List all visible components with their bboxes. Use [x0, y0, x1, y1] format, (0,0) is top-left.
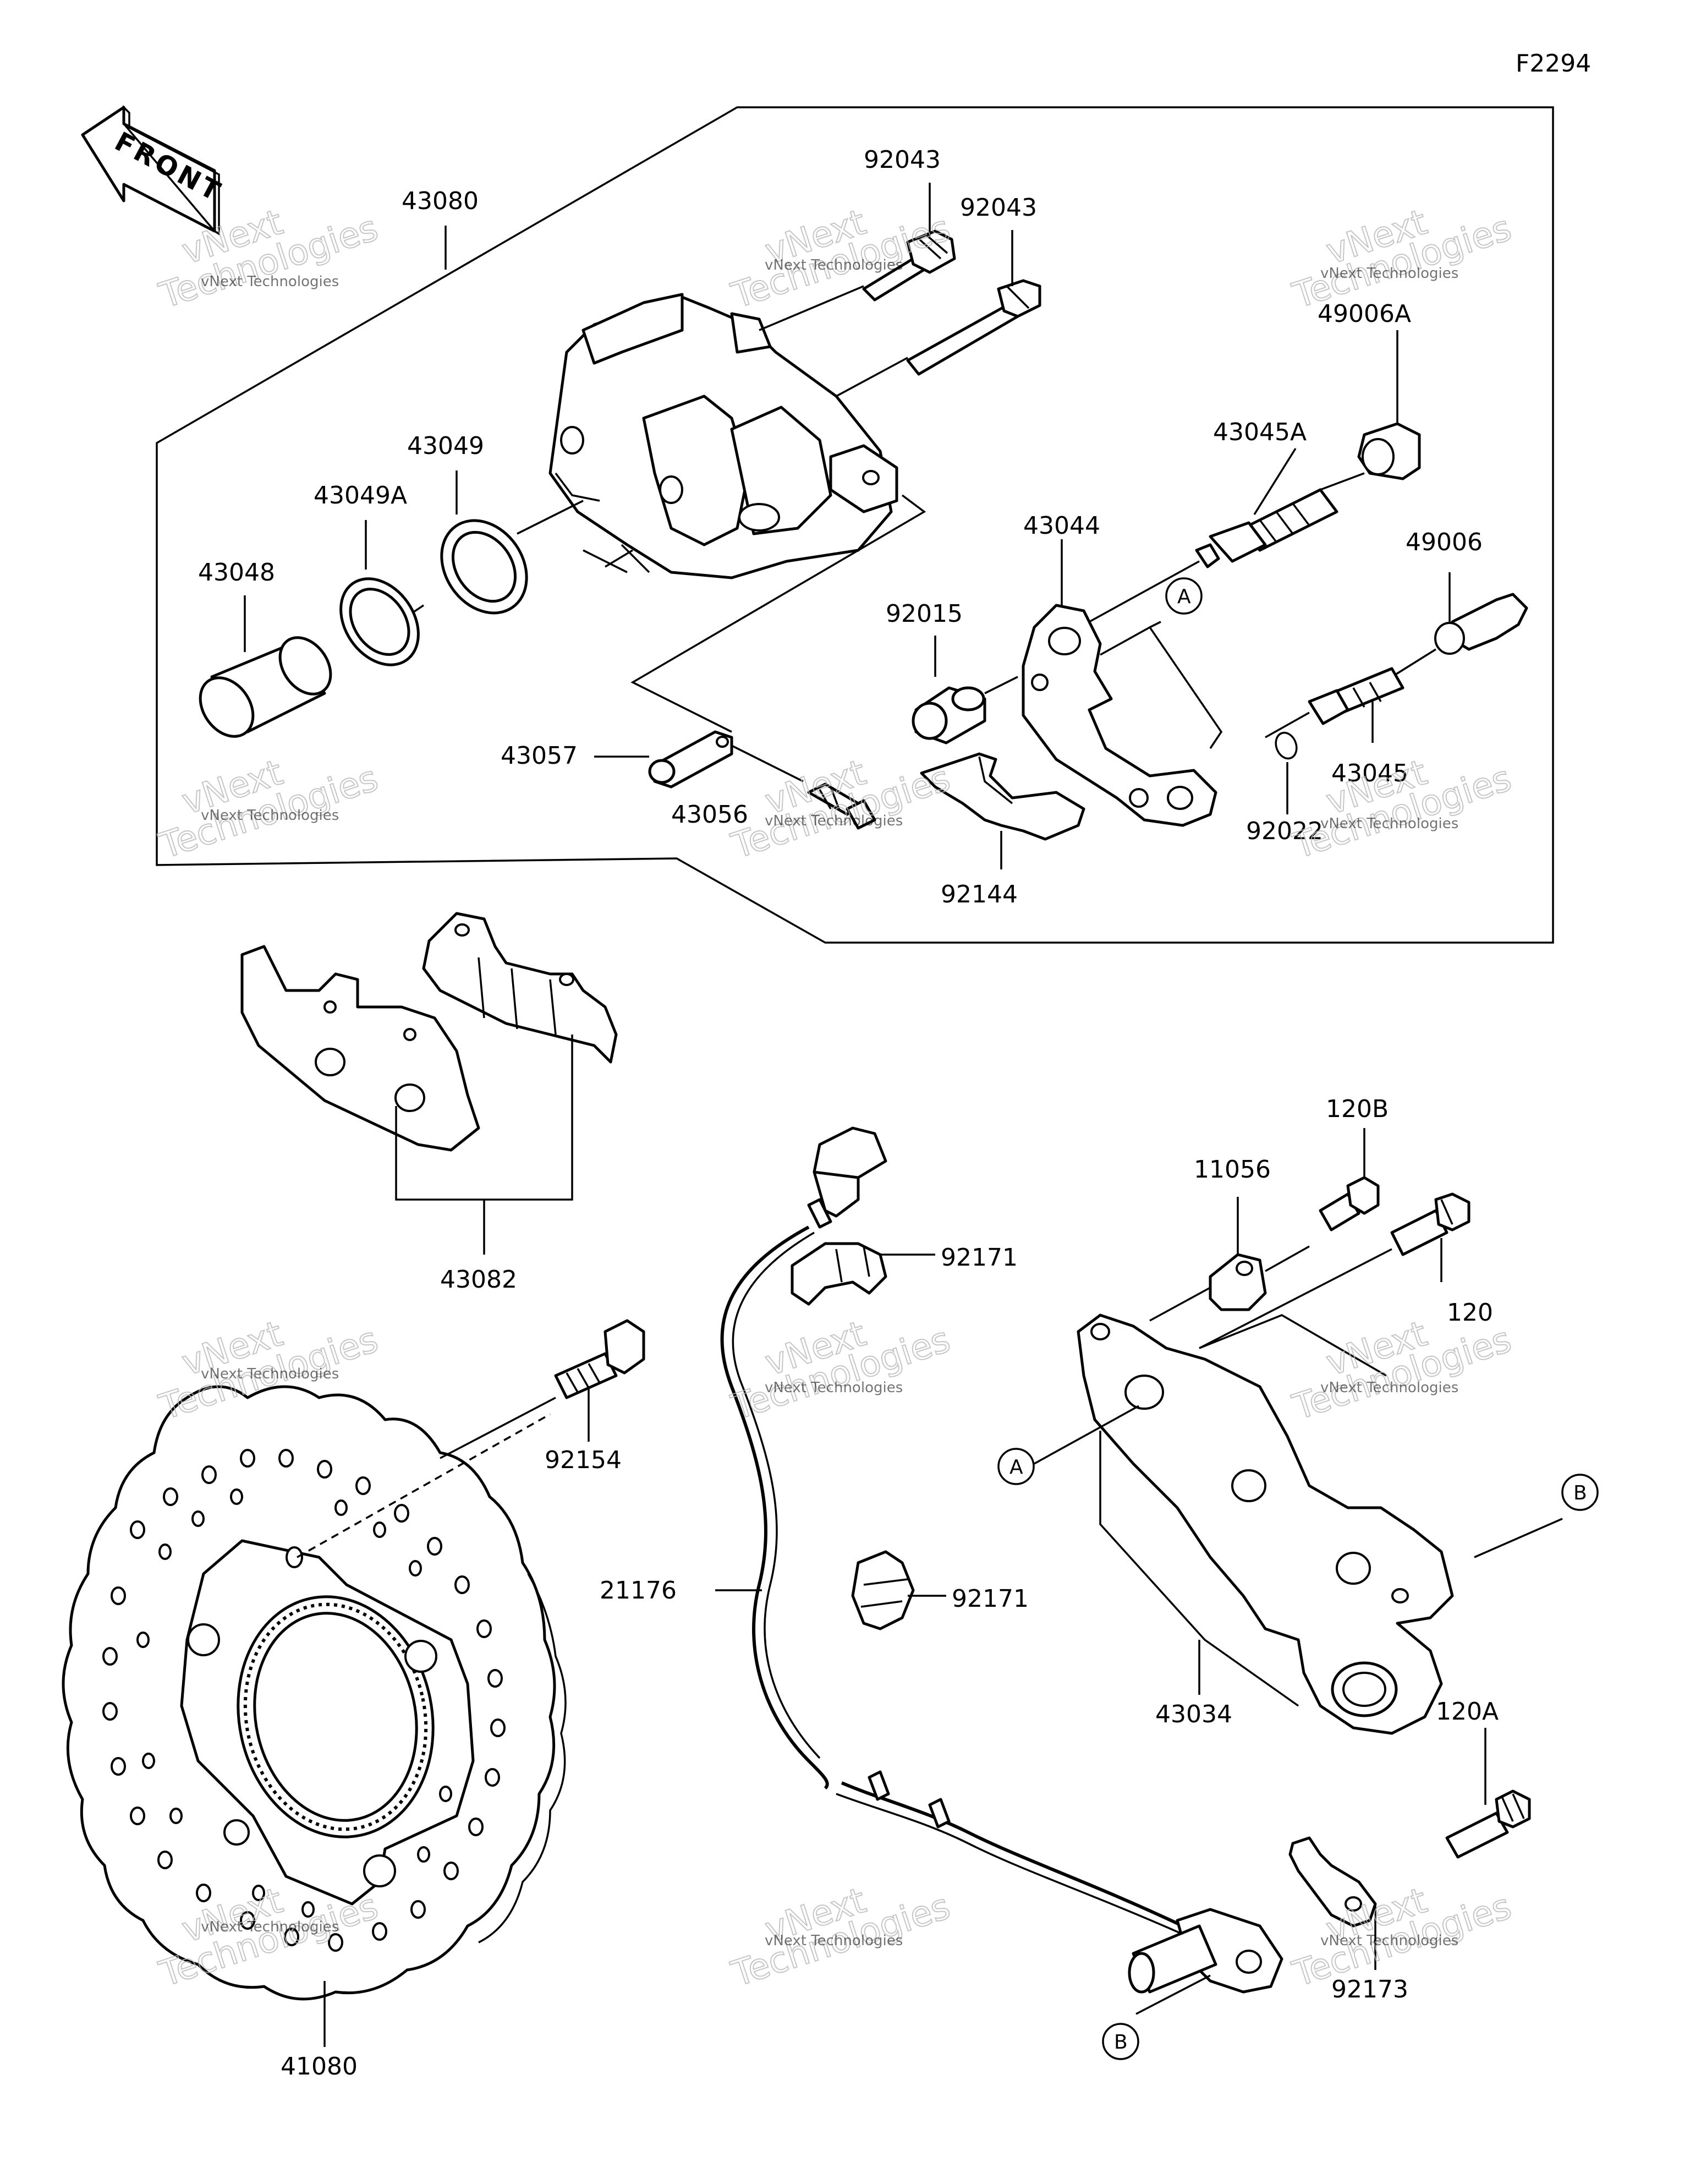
disc-perforations [102, 1449, 506, 1952]
guide-pin-right [906, 279, 1041, 376]
label-92043-right: 92043 [960, 194, 1037, 222]
svg-text:vNext Technologies: vNext Technologies [201, 1366, 339, 1382]
label-43045a: 43045A [1213, 418, 1307, 446]
label-92022: 92022 [1246, 817, 1323, 845]
watermark-9: vNext Technologies vNext Technologies [1287, 1313, 1517, 1428]
pad-spring [920, 752, 1085, 841]
bleeder-valve [807, 782, 876, 830]
label-92043-upper: 92043 [864, 146, 941, 174]
label-11056: 11056 [1194, 1156, 1271, 1184]
brake-disc [62, 1385, 567, 2001]
svg-text:vNext Technologies: vNext Technologies [765, 1933, 903, 1949]
caliper-body [548, 293, 898, 579]
label-92171-lower: 92171 [952, 1585, 1029, 1613]
bolt-120 [1390, 1192, 1470, 1256]
label-92171-upper: 92171 [941, 1244, 1018, 1272]
label-43056: 43056 [671, 801, 748, 829]
disc-bolt [554, 1319, 645, 1399]
svg-text:vNext Technologies: vNext Technologies [1320, 815, 1458, 832]
label-43049a: 43049A [314, 481, 407, 510]
svg-text:vNext Technologies: vNext Technologies [1320, 265, 1458, 282]
piston [199, 636, 332, 738]
watermark-4: vNext Technologies vNext Technologies [154, 752, 383, 867]
svg-text:vNext Technologies: vNext Technologies [765, 813, 903, 829]
label-43034: 43034 [1155, 1700, 1232, 1728]
caliper-holder [1077, 1313, 1454, 1735]
label-43080: 43080 [402, 187, 479, 215]
svg-text:A: A [1009, 1456, 1023, 1479]
watermark-8: vNext Technologies vNext Technologies [726, 1313, 956, 1428]
bolt-120b [1319, 1176, 1380, 1231]
svg-text:B: B [1573, 1482, 1587, 1504]
circlip [1275, 731, 1298, 760]
callout-b-bottom: B [1102, 2023, 1139, 2060]
guide-pin-upper [862, 229, 956, 302]
watermark-11: vNext Technologies vNext Technologies [726, 1880, 956, 1995]
dust-seal [440, 519, 528, 615]
stopper-bracket [1209, 1253, 1267, 1311]
callout-b-right: B [1561, 1474, 1599, 1511]
abs-sensor-head [1128, 1908, 1283, 1994]
label-43048: 43048 [198, 559, 275, 587]
label-43045: 43045 [1331, 759, 1408, 787]
bolt-43045 [1308, 667, 1404, 725]
svg-text:vNext Technologies: vNext Technologies [201, 1919, 339, 1935]
label-92015: 92015 [886, 600, 963, 628]
bolt-43045a [1195, 488, 1338, 568]
cable-clamp-lower [851, 1550, 915, 1630]
brake-pad-right [422, 912, 618, 1064]
label-120b: 120B [1326, 1095, 1389, 1123]
label-92154: 92154 [545, 1446, 622, 1474]
svg-text:B: B [1114, 2031, 1128, 2054]
sensor-plate [1288, 1836, 1377, 1928]
bolt-120a [1445, 1789, 1531, 1859]
watermark-5: vNext Technologies vNext Technologies [726, 752, 956, 867]
svg-text:A: A [1177, 585, 1191, 608]
label-120a: 120A [1436, 1698, 1499, 1726]
grommet-49006a [1357, 422, 1421, 480]
svg-text:vNext Technologies: vNext Technologies [201, 273, 339, 290]
callout-a-lower: A [997, 1448, 1035, 1485]
front-arrow-icon: FRONT [81, 105, 228, 236]
label-43049: 43049 [407, 432, 484, 460]
svg-text:vNext Technologies: vNext Technologies [201, 807, 339, 824]
label-41080: 41080 [281, 2052, 358, 2081]
label-21176: 21176 [600, 1577, 677, 1605]
svg-text:vNext Technologies: vNext Technologies [1320, 1380, 1458, 1396]
label-43082: 43082 [440, 1266, 517, 1294]
caliper-assembly-frame [156, 106, 1554, 944]
watermark-6: vNext Technologies vNext Technologies [1287, 752, 1517, 867]
bleeder-cap [648, 730, 733, 789]
caliper-bracket [1022, 604, 1217, 827]
piston-seal [339, 577, 420, 666]
svg-text:vNext Technologies: vNext Technologies [765, 257, 903, 273]
label-43057: 43057 [501, 742, 578, 770]
svg-text:vNext Technologies: vNext Technologies [765, 1380, 903, 1396]
label-92173: 92173 [1331, 1975, 1408, 2004]
grommet-49006 [1434, 593, 1528, 655]
label-92144: 92144 [941, 880, 1018, 908]
label-43044: 43044 [1023, 512, 1100, 540]
callout-a-top: A [1165, 577, 1203, 615]
brake-pad-left [240, 945, 480, 1152]
label-49006a: 49006A [1318, 300, 1411, 328]
svg-text:vNext Technologies: vNext Technologies [1320, 1933, 1458, 1949]
label-49006: 49006 [1406, 528, 1483, 556]
figure-code: F2294 [1516, 50, 1591, 78]
abs-sensor-cable [720, 1126, 887, 1790]
label-120: 120 [1447, 1299, 1493, 1327]
cable-clamp-upper [791, 1242, 887, 1306]
collar [912, 686, 986, 745]
